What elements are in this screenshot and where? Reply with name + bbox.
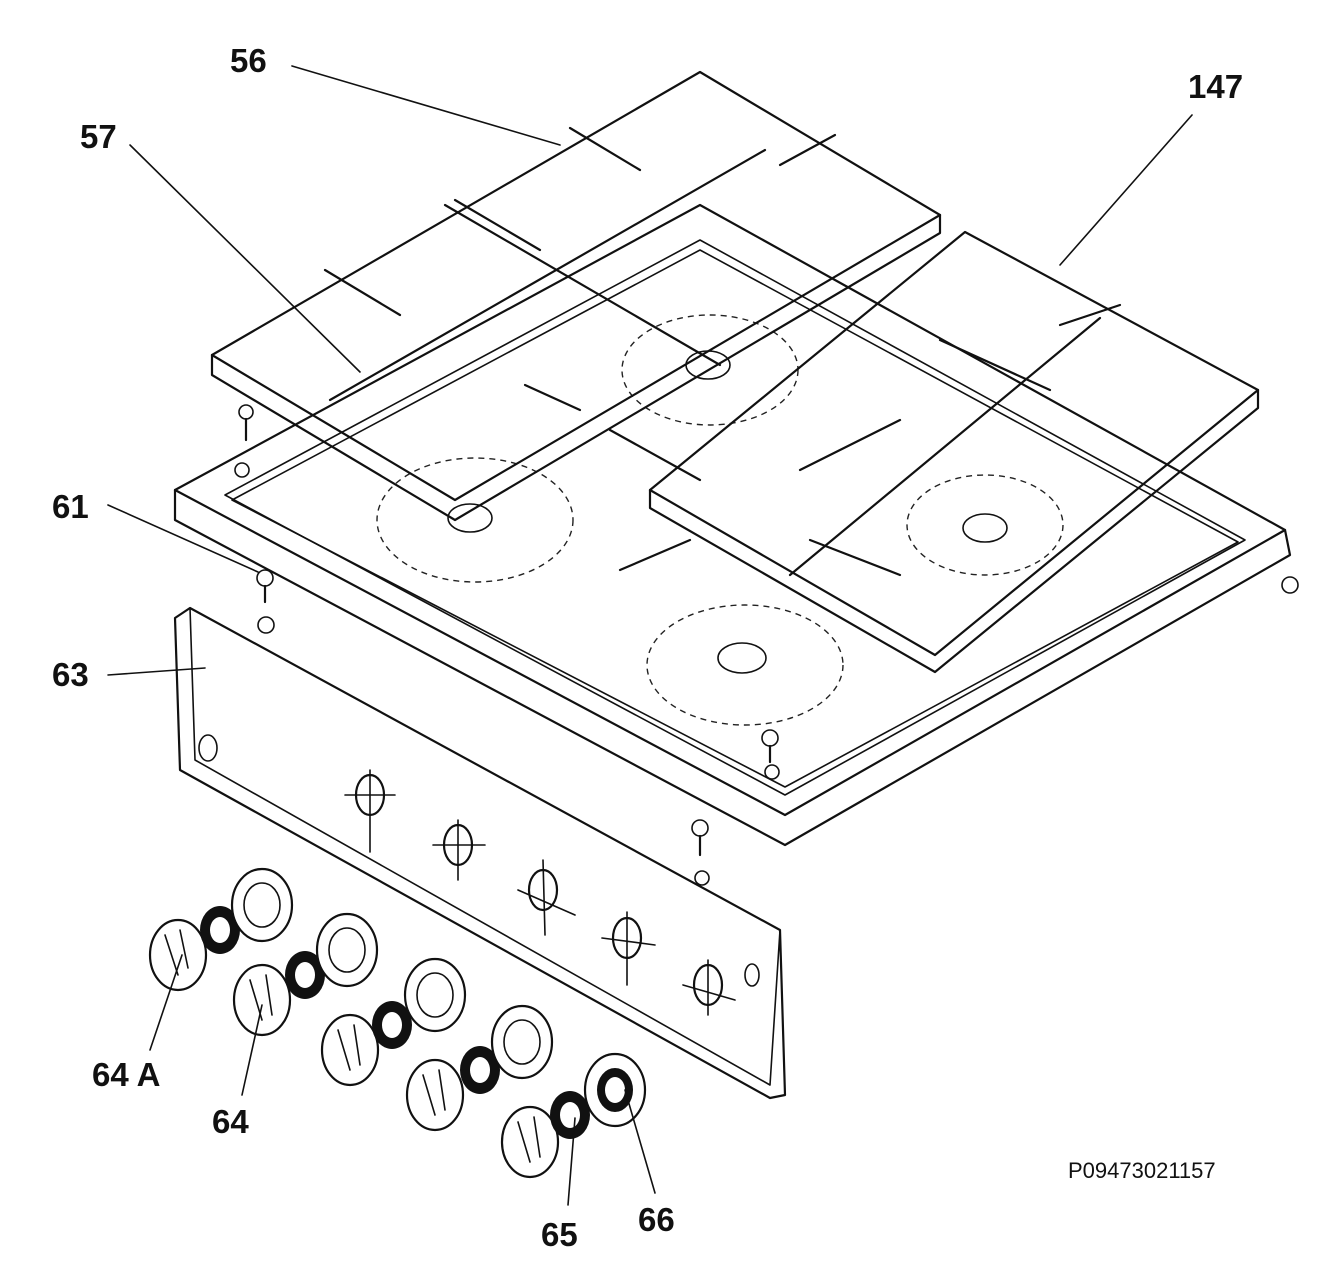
label-147: 147	[1188, 68, 1243, 105]
screw-left-upper	[234, 404, 254, 478]
leader-65	[567, 1117, 576, 1206]
leader-57	[129, 144, 361, 373]
control-panel-63	[173, 606, 787, 1100]
pan-support-grid-147	[608, 230, 1260, 674]
knob-set-4	[405, 1004, 554, 1132]
label-64: 64	[212, 1103, 249, 1140]
hob-top-plate	[173, 203, 1292, 847]
knob-holes	[344, 769, 736, 1016]
leader-56	[291, 65, 561, 146]
knob-set-3	[320, 957, 467, 1087]
part-labels: 56 57 147 61 63 64 A 64 65 66	[52, 42, 1243, 1253]
burner-front-right	[646, 604, 844, 726]
leader-64	[241, 1004, 263, 1096]
burner-front-left	[376, 457, 574, 583]
knob-set-5	[500, 1052, 647, 1179]
knob-hole-3	[517, 859, 576, 936]
label-65: 65	[541, 1216, 578, 1253]
knob-set-1	[148, 867, 294, 992]
label-56: 56	[230, 42, 267, 79]
screw-front	[761, 729, 780, 780]
pan-support-grid-56	[210, 70, 942, 522]
leader-61	[107, 504, 259, 573]
label-63: 63	[52, 656, 89, 693]
control-knob-sets	[148, 867, 647, 1179]
spreader-marks	[523, 338, 1052, 577]
leader-66	[624, 1089, 656, 1194]
label-66: 66	[638, 1201, 675, 1238]
screw-panel-right	[691, 819, 710, 886]
label-64a: 64 A	[92, 1056, 160, 1093]
drawing-code: P09473021157	[1068, 1158, 1216, 1183]
knob-hole-5	[682, 959, 736, 1016]
label-61: 61	[52, 488, 89, 525]
leader-lines	[107, 65, 1193, 1206]
burner-rings	[376, 314, 1064, 726]
leader-147	[1059, 114, 1193, 266]
knob-hole-4	[601, 911, 656, 986]
label-57: 57	[80, 118, 117, 155]
knob-hole-2	[432, 819, 486, 881]
knob-hole-1	[344, 769, 396, 853]
burner-right	[906, 474, 1064, 576]
screws-61	[234, 404, 1299, 886]
leader-64a	[149, 954, 183, 1051]
screw-left-lower	[256, 569, 275, 634]
leader-63	[107, 667, 206, 676]
screw-rear-right	[1281, 576, 1299, 594]
knob-set-2	[232, 912, 379, 1037]
